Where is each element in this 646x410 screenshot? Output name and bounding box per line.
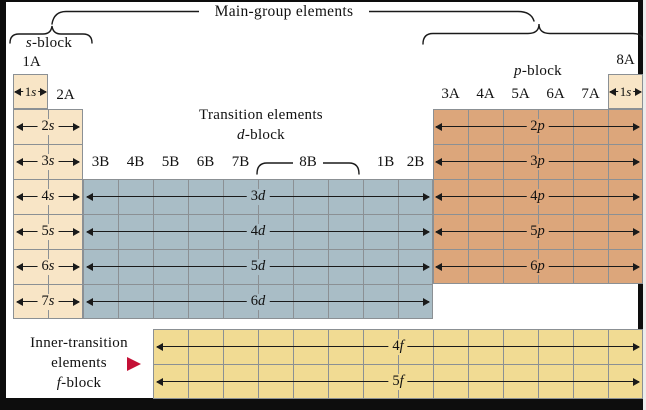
group-label-8a: 8A	[616, 52, 635, 68]
p-block-brace	[422, 23, 645, 45]
red-right-triangle-icon	[127, 357, 141, 371]
orbital-label-2p: 2p	[526, 118, 549, 135]
orbital-label-5s: 5s	[37, 223, 59, 240]
f-block-title: f-block	[14, 375, 144, 392]
right-edge-strip	[643, 0, 646, 410]
arrow-4d: 4d	[86, 223, 430, 240]
arrow-5f: 5f	[156, 373, 640, 390]
group-label-7b: 7B	[231, 154, 250, 170]
brace-overlay	[9, 10, 645, 175]
group-label-4a: 4A	[476, 86, 495, 102]
f-block-letter: f	[56, 375, 62, 391]
s-block-grid	[13, 109, 83, 319]
group-label-1b: 1B	[376, 154, 395, 170]
s-block-brace	[9, 25, 93, 44]
f-block-suffix: -block	[61, 375, 102, 391]
group-label-3b: 3B	[91, 154, 110, 170]
orbital-label-3d: 3d	[246, 188, 270, 205]
main-group-line-left	[51, 10, 200, 25]
group-label-8b: 8B	[293, 154, 323, 171]
arrow-6d: 6d	[86, 293, 430, 310]
arrow-3d: 3d	[86, 188, 430, 205]
transition-title: Transition elements	[199, 107, 323, 123]
group-label-4b: 4B	[126, 154, 145, 170]
inner-transition-line1: Inner-transition	[30, 335, 128, 351]
orbital-label-4s: 4s	[37, 188, 59, 205]
orbital-label-2s: 2s	[37, 118, 59, 135]
orbital-label-6s: 6s	[37, 258, 59, 275]
orbital-label-6p: 6p	[526, 258, 549, 275]
figure-canvas: Main-group elements s-block p-block Tran…	[6, 2, 645, 399]
group-label-5a: 5A	[511, 86, 530, 102]
s-block-suffix: -block	[32, 35, 73, 51]
orbital-label-7s: 7s	[37, 293, 59, 310]
orbital-label-4d: 4d	[246, 223, 270, 240]
arrow-2p: 2p	[435, 118, 640, 135]
s-block-letter: s	[25, 35, 32, 51]
arrow-3p: 3p	[435, 153, 640, 170]
orbital-label-1s-helium: 1s	[617, 83, 634, 99]
d-block-title: d-block	[171, 127, 351, 144]
orbital-label-5d: 5d	[246, 258, 270, 275]
p-block-title: p-block	[498, 63, 578, 80]
group-label-2b: 2B	[406, 154, 425, 170]
d-block-letter: d	[237, 127, 245, 143]
arrow-5p: 5p	[435, 223, 640, 240]
arrow-2s: 2s	[16, 118, 80, 135]
main-group-title: Main-group elements	[199, 3, 369, 21]
orbital-label-5p: 5p	[526, 223, 549, 240]
group-label-5b: 5B	[161, 154, 180, 170]
arrow-1s-helium: 1s	[609, 84, 642, 99]
arrow-4f: 4f	[156, 338, 640, 355]
arrow-3s: 3s	[16, 153, 80, 170]
arrow-4p: 4p	[435, 188, 640, 205]
group-label-2a: 2A	[56, 87, 75, 103]
arrow-7s: 7s	[16, 293, 80, 310]
arrow-6s: 6s	[16, 258, 80, 275]
group-label-1a: 1A	[22, 54, 41, 70]
orbital-label-4f: 4f	[388, 338, 408, 355]
orbital-label-3p: 3p	[526, 153, 549, 170]
group-label-7a: 7A	[581, 86, 600, 102]
p-block-suffix: -block	[521, 63, 562, 79]
p-block-letter: p	[514, 63, 522, 79]
arrow-5s: 5s	[16, 223, 80, 240]
inner-transition-line2: elements	[51, 355, 107, 371]
arrow-6p: 6p	[435, 258, 640, 275]
group-label-6b: 6B	[196, 154, 215, 170]
s-block-title: s-block	[14, 35, 84, 52]
arrow-4s: 4s	[16, 188, 80, 205]
arrow-5d: 5d	[86, 258, 430, 275]
orbital-label-4p: 4p	[526, 188, 549, 205]
orbital-label-6d: 6d	[246, 293, 270, 310]
d-block-suffix: -block	[244, 127, 285, 143]
group-label-6a: 6A	[546, 86, 565, 102]
orbital-label-3s: 3s	[37, 153, 59, 170]
orbital-label-1s: 1s	[22, 83, 39, 99]
main-group-line-right	[368, 10, 535, 22]
orbital-label-5f: 5f	[388, 373, 408, 390]
group-label-3a: 3A	[441, 86, 460, 102]
arrow-1s: 1s	[14, 84, 47, 99]
